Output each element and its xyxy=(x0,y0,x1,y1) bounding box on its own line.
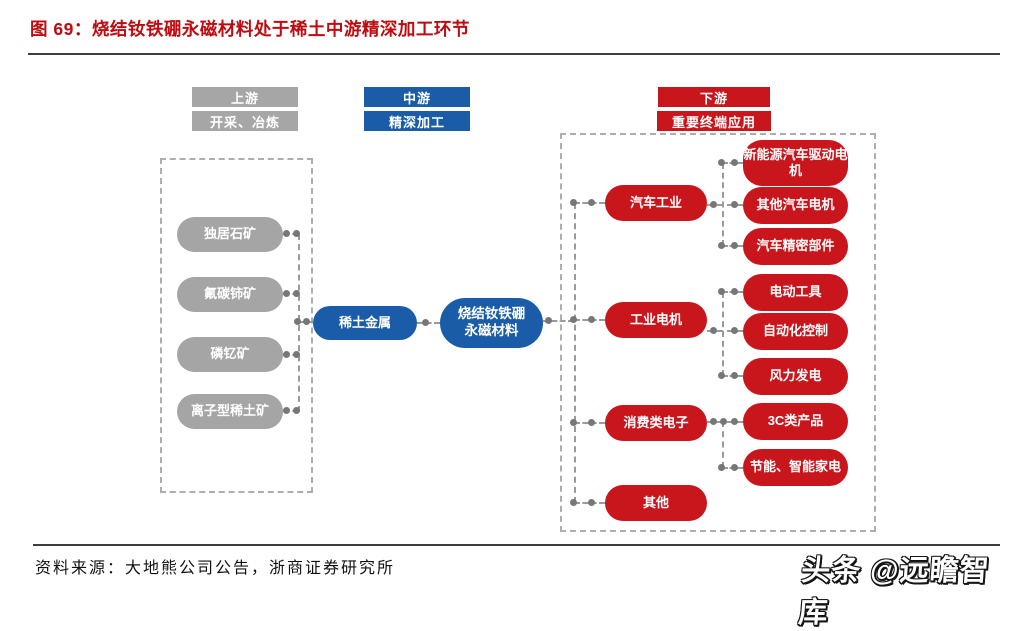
connector-dot xyxy=(718,242,725,249)
connector-line xyxy=(283,293,298,295)
connector-dot xyxy=(718,288,725,295)
connector-dot xyxy=(731,201,738,208)
app-pill-nev-drive-motor: 新能源汽车驱动电机 xyxy=(743,140,848,186)
connector-dot xyxy=(570,419,577,426)
connector-dot xyxy=(293,351,300,358)
connector-dot xyxy=(731,159,738,166)
watermark-toutiao: 头条 @远瞻智库 xyxy=(797,555,991,629)
connector-dot xyxy=(293,290,300,297)
category-pill-consumer-electronics: 消费类电子 xyxy=(605,405,707,441)
connector-dot xyxy=(570,499,577,506)
category-pill-industrial-motor: 工业电机 xyxy=(605,302,707,338)
app-pill-power-tools: 电动工具 xyxy=(743,274,848,311)
figure-title: 图 69：烧结钕铁硼永磁材料处于稀土中游精深加工环节 xyxy=(30,19,470,39)
connector-dot xyxy=(588,199,595,206)
category-pill-automotive: 汽车工业 xyxy=(605,185,707,221)
connector-line xyxy=(283,354,298,356)
connector-dot xyxy=(718,372,725,379)
header-upstream-stage: 上游 xyxy=(192,87,298,107)
connector-dot xyxy=(588,419,595,426)
ndfeb-product-pill: 烧结钕铁硼永磁材料 xyxy=(440,298,543,348)
connector-dot xyxy=(422,319,429,326)
ore-pill-ionic: 离子型稀土矿 xyxy=(177,394,283,429)
app-pill-wind-power: 风力发电 xyxy=(743,358,848,395)
connector-line xyxy=(543,320,574,322)
connector-dot xyxy=(720,418,727,425)
connector-dot xyxy=(718,159,725,166)
connector-dot xyxy=(293,407,300,414)
connector-line xyxy=(722,421,724,468)
connector-dot xyxy=(731,464,738,471)
rare-earth-metal-pill: 稀土金属 xyxy=(313,306,417,340)
connector-line xyxy=(283,410,298,412)
connector-dot xyxy=(283,230,290,237)
footer-divider xyxy=(33,544,1000,546)
category-pill-other: 其他 xyxy=(605,485,707,521)
connector-dot xyxy=(570,199,577,206)
ore-pill-monazite: 独居石矿 xyxy=(177,217,283,252)
connector-line xyxy=(707,204,743,206)
connector-line xyxy=(283,233,298,235)
app-pill-smart-appliances: 节能、智能家电 xyxy=(743,449,848,486)
header-midstream-desc: 精深加工 xyxy=(364,111,470,131)
connector-dot xyxy=(283,290,290,297)
header-midstream-stage: 中游 xyxy=(364,87,470,107)
connector-dot xyxy=(293,230,300,237)
app-pill-3c-products: 3C类产品 xyxy=(743,403,848,440)
ndfeb-product-label: 烧结钕铁硼永磁材料 xyxy=(457,306,526,338)
ore-pill-xenotime: 磷钇矿 xyxy=(177,337,283,372)
title-divider xyxy=(28,53,1000,55)
connector-dot xyxy=(731,327,738,334)
connector-dot xyxy=(710,201,717,208)
connector-line xyxy=(707,330,743,332)
ore-pill-bastnaesite: 氟碳铈矿 xyxy=(177,277,283,312)
connector-dot xyxy=(283,351,290,358)
app-pill-other-auto-motor: 其他汽车电机 xyxy=(743,187,848,224)
connector-dot xyxy=(731,288,738,295)
upstream-dashed-box xyxy=(160,158,313,493)
connector-dot xyxy=(570,316,577,323)
connector-dot xyxy=(710,327,717,334)
header-downstream-stage: 下游 xyxy=(658,87,770,107)
connector-dot xyxy=(731,242,738,249)
app-pill-auto-precision-parts: 汽车精密部件 xyxy=(743,228,848,265)
connector-dot xyxy=(710,418,717,425)
connector-dot xyxy=(303,318,310,325)
header-downstream-desc: 重要终端应用 xyxy=(657,111,771,131)
connector-dot xyxy=(731,372,738,379)
connector-line xyxy=(722,292,724,376)
app-pill-automation-control: 自动化控制 xyxy=(743,313,848,350)
source-note: 资料来源：大地熊公司公告，浙商证券研究所 xyxy=(35,560,396,577)
connector-dot xyxy=(718,464,725,471)
connector-dot xyxy=(545,317,552,324)
header-upstream-desc: 开采、冶炼 xyxy=(192,111,298,131)
connector-dot xyxy=(294,318,301,325)
downstream-dashed-box xyxy=(560,133,876,532)
connector-dot xyxy=(588,316,595,323)
connector-dot xyxy=(283,407,290,414)
connector-line xyxy=(574,203,576,503)
connector-dot xyxy=(588,499,595,506)
connector-dot xyxy=(731,418,738,425)
